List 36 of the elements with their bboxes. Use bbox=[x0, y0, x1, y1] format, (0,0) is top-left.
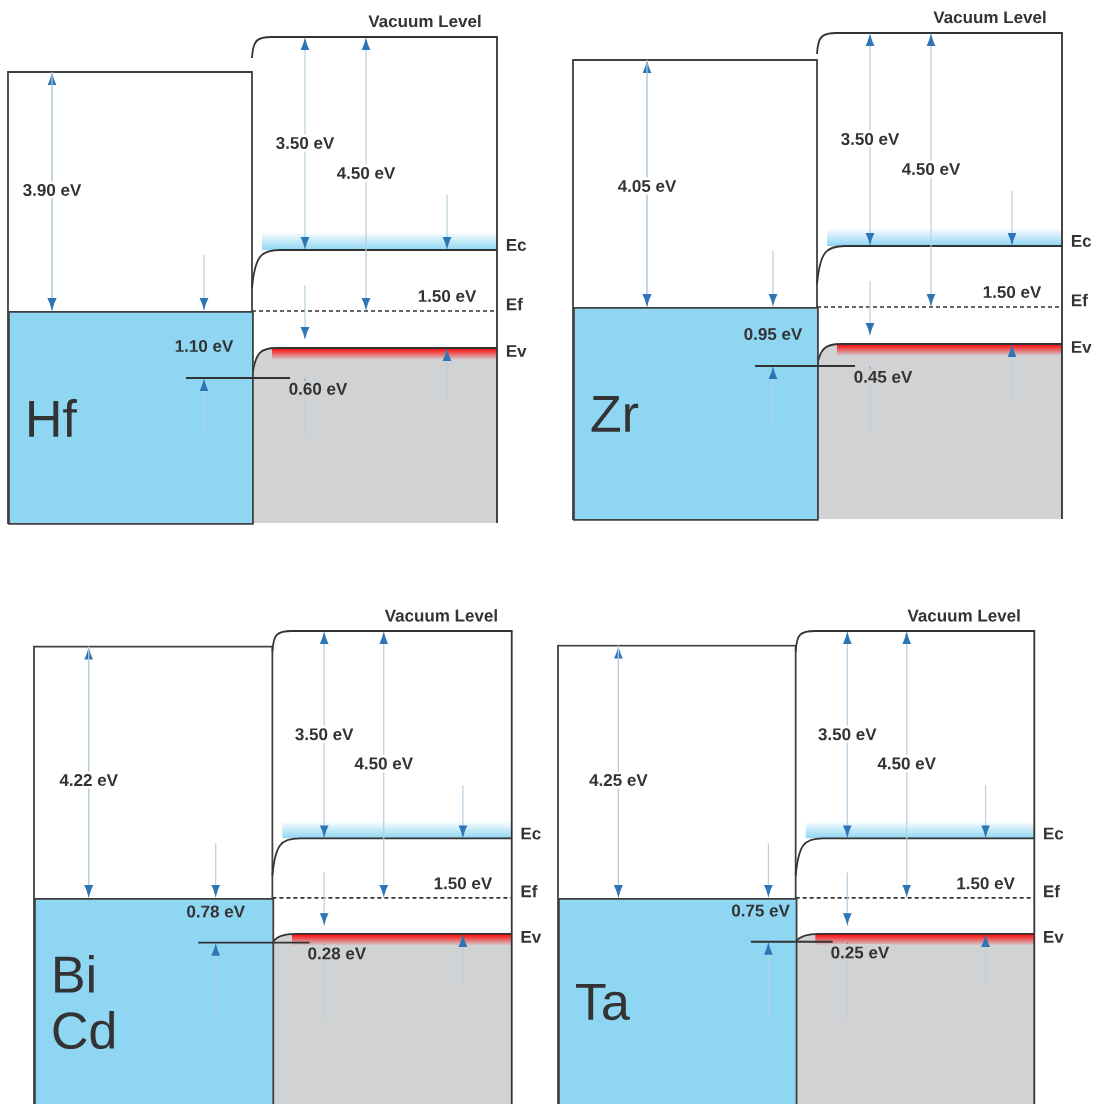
energy-label: 4.50 eV bbox=[875, 755, 939, 772]
energy-label: 1.10 eV bbox=[175, 340, 234, 352]
energy-label: 3.50 eV bbox=[273, 134, 337, 152]
energy-label: 0.60 eV bbox=[286, 380, 350, 398]
energy-label: 1.50 eV bbox=[953, 874, 1018, 892]
level-label: Ec bbox=[1071, 235, 1092, 247]
energy-label: 0.95 eV bbox=[744, 328, 803, 340]
energy-label: 3.50 eV bbox=[838, 130, 902, 148]
level-label: Ef bbox=[506, 297, 523, 311]
energy-label: 0.78 eV bbox=[187, 905, 245, 918]
energy-label: 0.28 eV bbox=[305, 945, 369, 962]
energy-label: 1.50 eV bbox=[980, 283, 1044, 301]
energy-label: 1.50 eV bbox=[415, 287, 479, 305]
vacuum-level-label: Vacuum Level bbox=[933, 10, 1046, 24]
level-label: Ec bbox=[1044, 827, 1064, 840]
level-label: Ef bbox=[1044, 884, 1060, 898]
energy-label: 3.50 eV bbox=[815, 725, 879, 743]
level-label: Ev bbox=[1044, 931, 1064, 943]
level-label: Ef bbox=[521, 884, 538, 898]
level-label: Ec bbox=[521, 827, 541, 840]
energy-label: 4.50 eV bbox=[352, 755, 416, 772]
level-label: Ev bbox=[506, 345, 527, 357]
energy-label: 4.50 eV bbox=[334, 164, 398, 182]
energy-label: 0.25 eV bbox=[828, 944, 892, 961]
energy-label: 0.75 eV bbox=[731, 904, 790, 917]
level-label: Ev bbox=[521, 931, 542, 943]
level-label: Ec bbox=[506, 239, 527, 251]
vacuum-level-label: Vacuum Level bbox=[907, 609, 1020, 622]
energy-label: 1.50 eV bbox=[431, 874, 495, 892]
vacuum-level-label: Vacuum Level bbox=[368, 14, 481, 28]
vacuum-level-label: Vacuum Level bbox=[384, 609, 497, 622]
energy-label: 4.50 eV bbox=[899, 160, 963, 178]
energy-label: 0.45 eV bbox=[851, 368, 915, 386]
level-label: Ev bbox=[1071, 341, 1092, 353]
energy-label: 3.50 eV bbox=[292, 725, 356, 743]
level-label: Ef bbox=[1071, 293, 1088, 307]
